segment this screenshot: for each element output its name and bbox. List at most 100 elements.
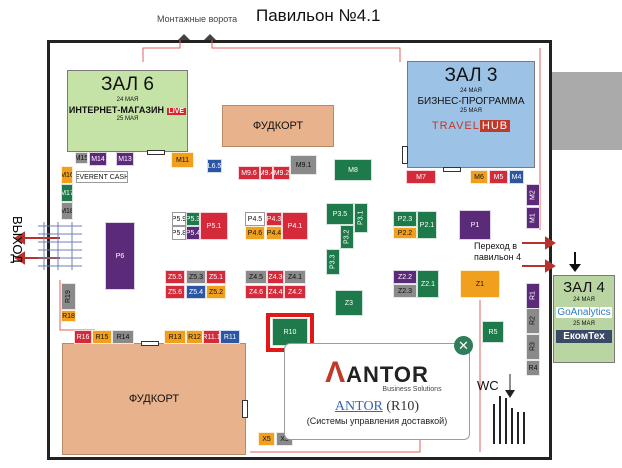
stand-r11[interactable]: R11 bbox=[220, 330, 240, 344]
stand-z5-4[interactable]: Z5.4 bbox=[186, 285, 206, 299]
stand-z5-6[interactable]: Z5.6 bbox=[165, 285, 185, 299]
hall-6[interactable]: ЗАЛ 6 24 МАЯ ИНТЕРНЕТ-МАГАЗИН LIVE 25 МА… bbox=[67, 70, 188, 152]
stand-p3-5[interactable]: P3.5 bbox=[326, 203, 354, 225]
stand-p5-1[interactable]: P5.1 bbox=[200, 212, 228, 240]
stand-p5-3[interactable]: P5.3 bbox=[186, 212, 200, 226]
stand-m9-1[interactable]: M9.1 bbox=[290, 155, 317, 175]
hall-4[interactable]: ЗАЛ 4 24 МАЯ GoAnalytics 25 МАЯ ЕкомТех bbox=[553, 275, 615, 363]
stand-z4-4[interactable]: Z4.4 bbox=[267, 285, 284, 299]
foodcourt-bottom[interactable]: ФУДКОРТ bbox=[62, 343, 246, 455]
ekomtech-logo: ЕкомТех bbox=[556, 330, 612, 343]
stand-p3-3[interactable]: P3.3 bbox=[326, 249, 340, 275]
stand-p6[interactable]: P6 bbox=[105, 222, 135, 290]
gate-label: Монтажные ворота bbox=[157, 14, 238, 24]
foodcourt-top[interactable]: ФУДКОРТ bbox=[222, 105, 334, 147]
stand-p4-4[interactable]: P4.4 bbox=[266, 226, 282, 240]
antor-logo-sub: Business Solutions bbox=[382, 386, 442, 393]
stand-z3[interactable]: Z3 bbox=[335, 290, 363, 316]
stand-r1[interactable]: R1 bbox=[526, 283, 540, 309]
stand-z4-5[interactable]: Z4.5 bbox=[245, 270, 267, 284]
stand-m5[interactable]: M5 bbox=[489, 170, 508, 184]
stand-z5-5[interactable]: Z5.5 bbox=[165, 270, 185, 284]
stand-m16[interactable]: M16 bbox=[61, 166, 73, 184]
stand-z4-3[interactable]: Z4.3 bbox=[267, 270, 284, 284]
stand-p4-6[interactable]: P4.6 bbox=[245, 226, 265, 240]
stand-p4-1[interactable]: P4.1 bbox=[282, 212, 308, 240]
stand-r14[interactable]: R14 bbox=[112, 330, 134, 344]
hall-3-date1: 24 МАЯ bbox=[460, 88, 482, 94]
hall-6-date2: 25 МАЯ bbox=[116, 116, 139, 122]
hall-3-program: БИЗНЕС-ПРОГРАММА bbox=[417, 96, 525, 107]
stand-r4[interactable]: R4 bbox=[526, 360, 540, 376]
door-hall3-side bbox=[402, 146, 408, 164]
stand-m15[interactable]: M15 bbox=[75, 152, 88, 164]
hall-3[interactable]: ЗАЛ 3 24 МАЯ БИЗНЕС-ПРОГРАММА 25 МАЯ TRA… bbox=[407, 61, 535, 168]
stand-r19[interactable]: R19 bbox=[61, 283, 76, 310]
stand-p4-5[interactable]: P4.5 bbox=[245, 212, 265, 226]
stand-m9-6[interactable]: M9.6 bbox=[238, 166, 260, 180]
stand-m17[interactable]: M17 bbox=[61, 184, 73, 202]
stand-everent-cash[interactable]: EVERENT CASH bbox=[76, 171, 128, 183]
stand-r3[interactable]: R3 bbox=[526, 334, 540, 360]
stand-z4-2[interactable]: Z4.2 bbox=[284, 285, 306, 299]
stand-z2-1[interactable]: Z2.1 bbox=[417, 270, 439, 298]
hall-4-date1: 24 МАЯ bbox=[573, 297, 595, 303]
stand-r11-1[interactable]: R11.1 bbox=[203, 330, 220, 344]
stand-p3-2[interactable]: P3.2 bbox=[340, 225, 354, 249]
exhibitor-desc: (Системы управления доставкой) bbox=[306, 416, 448, 426]
stand-r2[interactable]: R2 bbox=[526, 308, 540, 334]
stand-r15[interactable]: R15 bbox=[92, 330, 112, 344]
stand-m9-4[interactable]: M9.4 bbox=[260, 166, 273, 180]
stand-z4-1[interactable]: Z4.1 bbox=[284, 270, 306, 284]
stand-r5[interactable]: R5 bbox=[482, 321, 504, 343]
stand-m8[interactable]: M8 bbox=[334, 159, 372, 181]
hall-4-date2: 25 МАЯ bbox=[573, 321, 595, 327]
stand-m2[interactable]: M2 bbox=[526, 184, 540, 206]
stand-p5-8[interactable]: P5.8 bbox=[172, 226, 186, 240]
stand-m9-2[interactable]: M9.2 bbox=[273, 166, 290, 180]
stand-p1[interactable]: P1 bbox=[459, 210, 491, 240]
stand-z4-6[interactable]: Z4.6 bbox=[245, 285, 267, 299]
pavilion-title: Павильон №4.1 bbox=[256, 6, 381, 25]
exhibitor-code: (R10) bbox=[386, 399, 420, 414]
stand-z2-3[interactable]: Z2.3 bbox=[393, 284, 417, 298]
stand-z5-2[interactable]: Z5.2 bbox=[206, 285, 226, 299]
stand-z2-2[interactable]: Z2.2 bbox=[393, 270, 417, 284]
stand-m4[interactable]: M4 bbox=[509, 170, 524, 184]
antor-logo: ΛANTOR bbox=[325, 356, 429, 389]
stand-p5-4[interactable]: P5.4 bbox=[186, 226, 200, 240]
stand-z5-3[interactable]: Z5.3 bbox=[186, 270, 206, 284]
stand-x5[interactable]: X5 bbox=[258, 432, 275, 446]
exhibitor-line: ANTOR (R10) bbox=[285, 399, 469, 415]
stand-r16[interactable]: R16 bbox=[74, 330, 92, 344]
exhibitor-link[interactable]: ANTOR bbox=[334, 399, 383, 414]
stand-z5-1[interactable]: Z5.1 bbox=[206, 270, 226, 284]
stand-p2-1[interactable]: P2.1 bbox=[417, 211, 437, 239]
transfer-label: Переход в павильон 4 bbox=[474, 241, 522, 262]
stand-p5-9[interactable]: P5.9 bbox=[172, 212, 186, 226]
stand-m14[interactable]: M14 bbox=[89, 152, 107, 166]
close-icon[interactable]: ✕ bbox=[454, 336, 473, 355]
stand-p2-2[interactable]: P2.2 bbox=[393, 227, 417, 239]
stand-r10[interactable]: R10 bbox=[272, 318, 308, 346]
hall-6-date1: 24 МАЯ bbox=[116, 97, 139, 103]
exhibitor-popup: ΛANTOR Business Solutions ANTOR (R10) (С… bbox=[284, 343, 470, 440]
stand-m6[interactable]: M6 bbox=[470, 170, 488, 184]
stand-m11[interactable]: M11 bbox=[171, 152, 194, 168]
stand-l6-5[interactable]: L6.5 bbox=[207, 159, 222, 173]
stand-r18[interactable]: R18 bbox=[61, 310, 76, 322]
stand-m18[interactable]: M18 bbox=[61, 202, 73, 220]
stand-m1[interactable]: M1 bbox=[526, 207, 540, 229]
door-foodcourt bbox=[141, 341, 159, 346]
stand-m7[interactable]: M7 bbox=[406, 170, 436, 184]
stand-p4-3[interactable]: P4.3 bbox=[266, 212, 282, 226]
annex-block bbox=[547, 72, 622, 150]
stand-z1[interactable]: Z1 bbox=[460, 270, 500, 298]
stand-p3-1[interactable]: P3.1 bbox=[354, 203, 368, 233]
stand-r12[interactable]: R12 bbox=[186, 330, 203, 344]
stand-m13[interactable]: M13 bbox=[116, 152, 134, 166]
stand-r13[interactable]: R13 bbox=[164, 330, 186, 344]
stand-p2-3[interactable]: P2.3 bbox=[393, 211, 417, 227]
